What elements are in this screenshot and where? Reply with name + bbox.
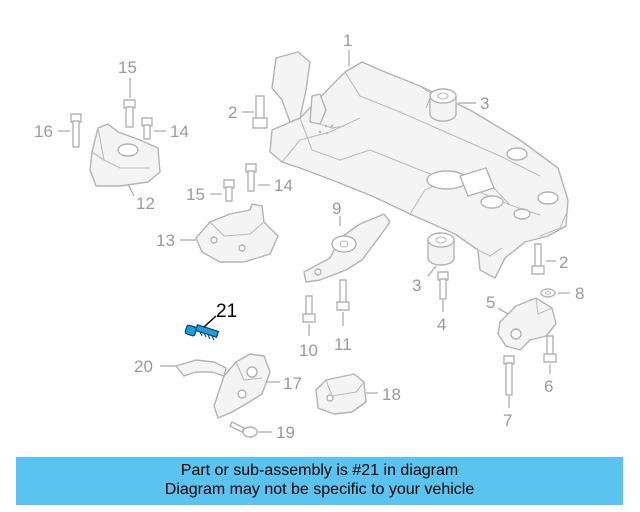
callout-21[interactable]: 21 bbox=[216, 301, 237, 322]
callout-15-upper[interactable]: 15 bbox=[118, 58, 137, 77]
callout-17[interactable]: 17 bbox=[283, 374, 302, 393]
mount-part-18 bbox=[315, 373, 367, 415]
bracket-part-5 bbox=[497, 297, 557, 351]
callout-1[interactable]: 1 bbox=[343, 31, 352, 50]
callout-4[interactable]: 4 bbox=[437, 315, 446, 334]
bolt-part-15-mid bbox=[223, 179, 235, 202]
bolt-part-2-upper bbox=[252, 95, 268, 129]
info-banner: Part or sub-assembly is #21 in diagram D… bbox=[16, 457, 623, 505]
callout-16[interactable]: 16 bbox=[34, 122, 53, 141]
callout-7[interactable]: 7 bbox=[503, 411, 512, 430]
leader-21 bbox=[203, 315, 217, 328]
bushing-part-3-upper bbox=[429, 88, 457, 122]
bolt-part-6 bbox=[543, 335, 557, 363]
subframe-part-1 bbox=[269, 51, 569, 279]
callout-3-upper[interactable]: 3 bbox=[480, 94, 489, 113]
callout-2-lower[interactable]: 2 bbox=[559, 253, 568, 272]
bolt-part-15-upper bbox=[123, 99, 136, 128]
callout-12[interactable]: 12 bbox=[136, 194, 155, 213]
mount-part-12 bbox=[89, 123, 161, 187]
bolt-part-10 bbox=[302, 295, 316, 323]
callout-13[interactable]: 13 bbox=[156, 231, 175, 250]
bracket-part-20 bbox=[175, 359, 227, 377]
callout-2-upper[interactable]: 2 bbox=[228, 103, 237, 122]
callout-3-lower[interactable]: 3 bbox=[412, 276, 421, 295]
bolt-part-19 bbox=[229, 421, 258, 438]
washer-part-8 bbox=[540, 288, 556, 298]
bolt-part-14-mid bbox=[245, 163, 257, 192]
callout-8[interactable]: 8 bbox=[575, 284, 584, 303]
bolt-part-2-lower bbox=[531, 243, 545, 275]
callout-11[interactable]: 11 bbox=[334, 335, 352, 354]
bushing-part-3-lower bbox=[427, 232, 455, 266]
callout-18[interactable]: 18 bbox=[382, 385, 401, 404]
mount-part-17 bbox=[213, 353, 271, 419]
bracket-part-13 bbox=[195, 203, 279, 263]
banner-line-1: Part or sub-assembly is #21 in diagram bbox=[180, 462, 459, 479]
callout-14-upper[interactable]: 14 bbox=[170, 122, 189, 141]
callout-10[interactable]: 10 bbox=[299, 341, 318, 360]
callout-14-mid[interactable]: 14 bbox=[274, 176, 293, 195]
callout-15-mid[interactable]: 15 bbox=[186, 185, 205, 204]
callout-5[interactable]: 5 bbox=[486, 293, 495, 312]
bolt-part-11 bbox=[336, 279, 350, 311]
bolt-part-7 bbox=[503, 355, 515, 396]
torque-rod-part-9 bbox=[303, 213, 391, 283]
bolt-part-14-upper bbox=[141, 117, 153, 140]
callout-19[interactable]: 19 bbox=[276, 423, 295, 442]
callout-20[interactable]: 20 bbox=[134, 357, 153, 376]
bolt-part-21-highlighted[interactable] bbox=[184, 323, 220, 341]
callout-6[interactable]: 6 bbox=[544, 377, 553, 396]
banner-line-2: Diagram may not be specific to your vehi… bbox=[164, 481, 475, 498]
bolt-part-4 bbox=[437, 271, 449, 300]
bolt-part-16 bbox=[70, 113, 82, 148]
callout-9[interactable]: 9 bbox=[332, 199, 341, 218]
